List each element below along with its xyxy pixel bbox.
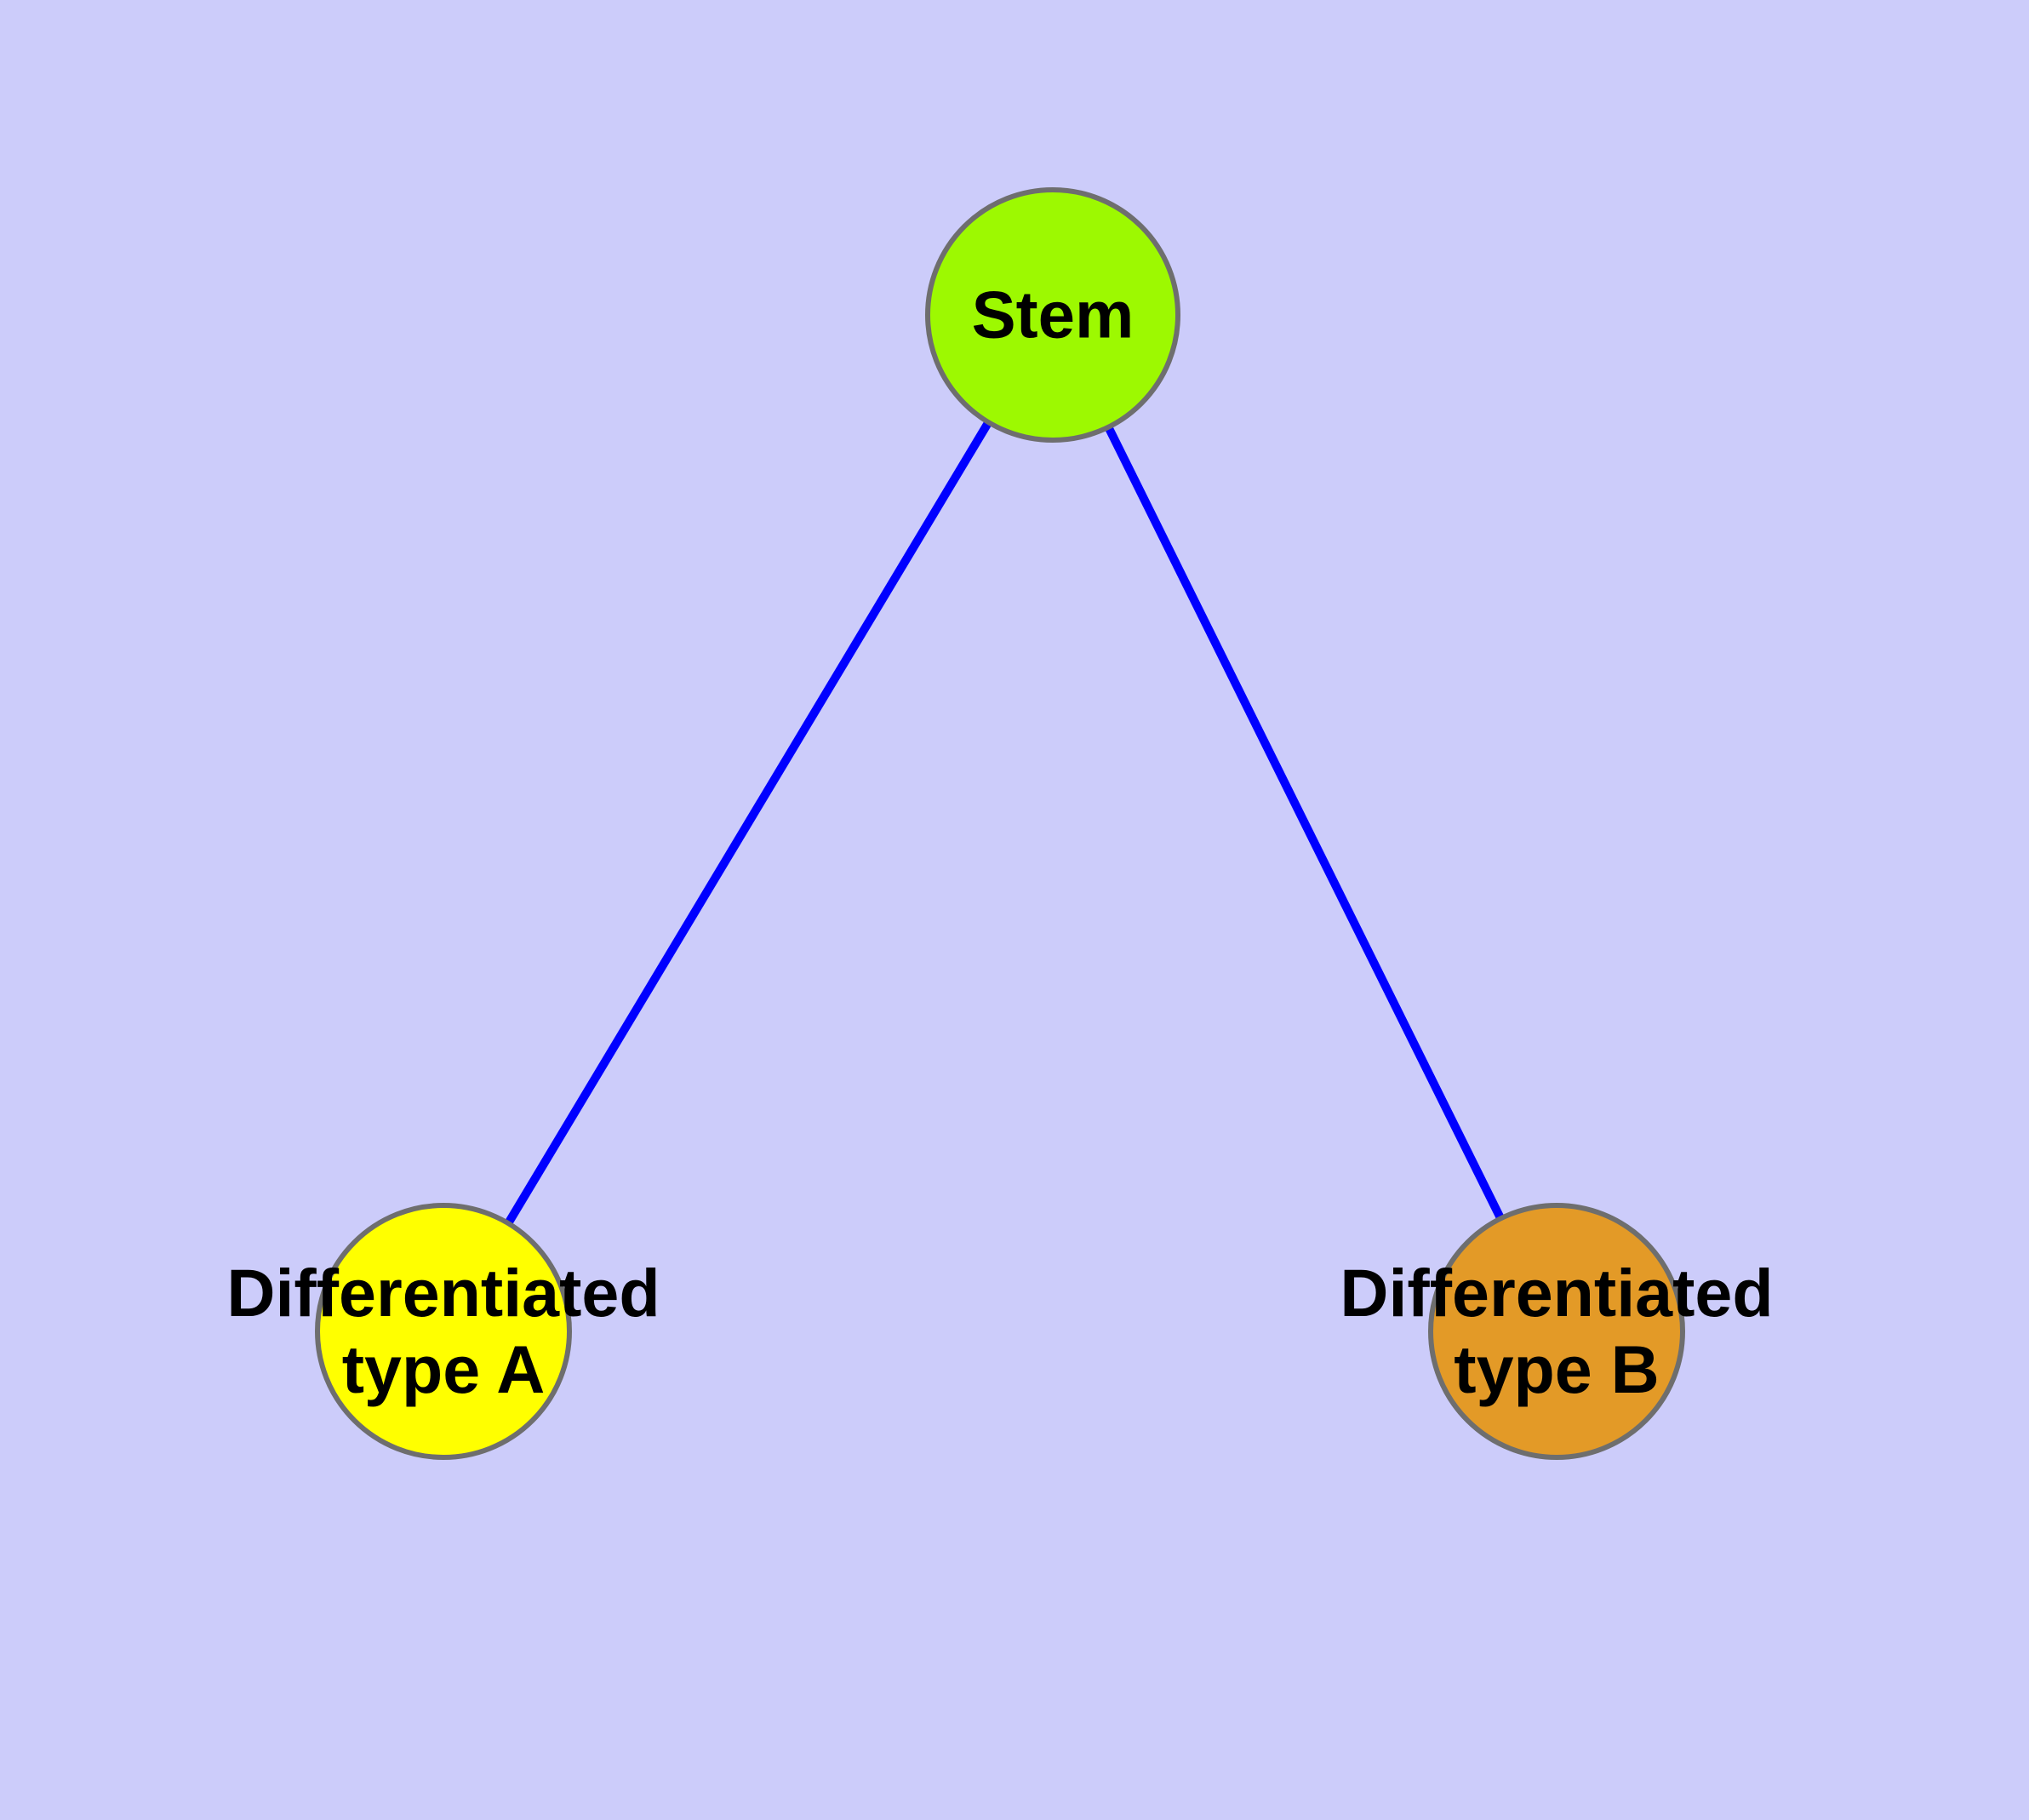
edge-stem-to-differentiated-type-b[interactable]: [1104, 424, 1506, 1222]
node-differentiated-type-b[interactable]: [1428, 1203, 1685, 1460]
node-stem[interactable]: [925, 187, 1180, 443]
node-differentiated-type-a[interactable]: [315, 1203, 572, 1460]
edge-stem-to-differentiated-type-a[interactable]: [504, 419, 993, 1227]
